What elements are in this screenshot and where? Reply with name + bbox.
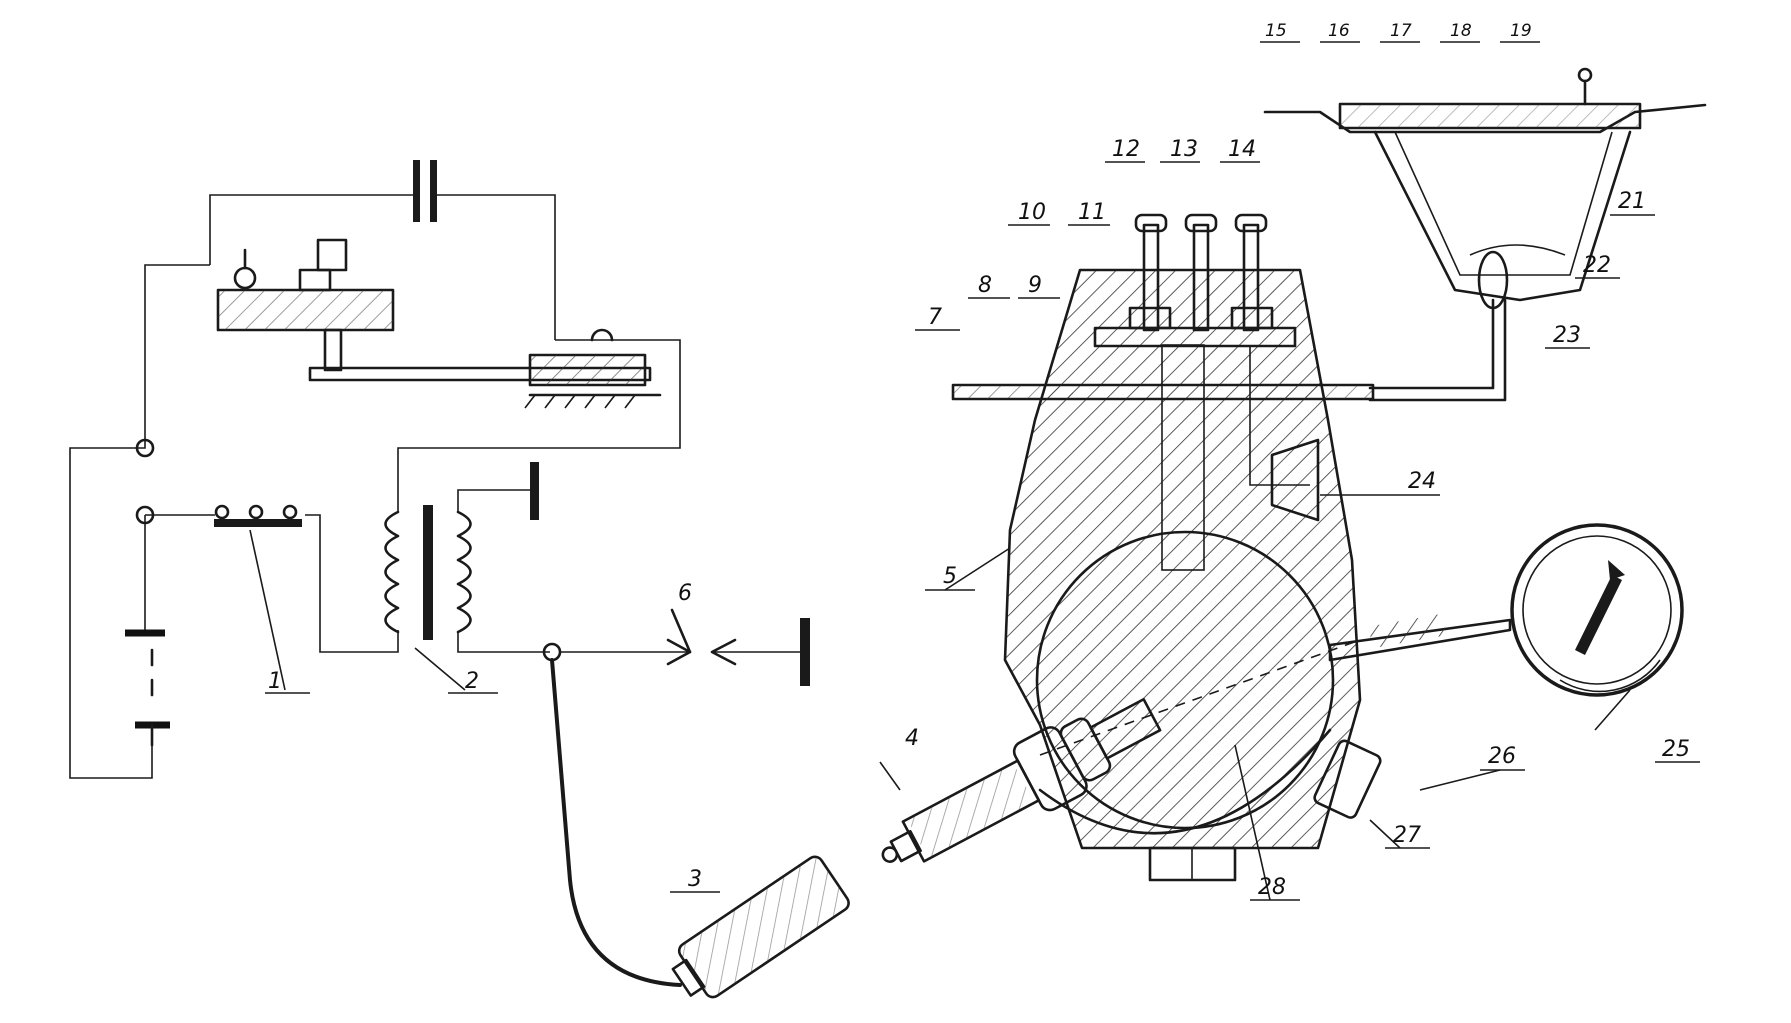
spark-plug-cap-3 <box>671 855 850 999</box>
inlet-channel <box>1161 344 1205 571</box>
label-26: 26 <box>1488 744 1516 769</box>
ignition-switch-1 <box>214 504 302 527</box>
label-23: 23 <box>1553 323 1581 348</box>
label-1: 1 <box>268 669 282 694</box>
label-8: 8 <box>978 273 992 298</box>
label-17: 17 <box>1390 21 1412 41</box>
combustion-chamber <box>1035 530 1335 830</box>
capacitor-wire <box>209 194 556 340</box>
label-4: 4 <box>905 726 919 751</box>
fuel-cup <box>1263 67 1707 402</box>
label-5: 5 <box>943 564 957 589</box>
label-24: 24 <box>1408 469 1436 494</box>
circuit-wire-breaker-return <box>397 339 681 512</box>
label-21: 21 <box>1618 189 1646 214</box>
label-13: 13 <box>1170 137 1198 162</box>
terminal-upper <box>135 438 155 458</box>
ignition-coil-2 <box>384 462 550 653</box>
label-15: 15 <box>1265 21 1287 41</box>
test-chamber <box>881 213 1684 882</box>
valve-24 <box>1270 438 1320 522</box>
label-9: 9 <box>1028 273 1042 298</box>
circuit-wire-left <box>69 264 210 779</box>
breaker-block <box>216 238 395 372</box>
label-18: 18 <box>1450 21 1472 41</box>
terminal-lower <box>135 505 155 525</box>
spark-gap-6 <box>560 608 810 686</box>
battery <box>125 629 170 747</box>
label-11: 11 <box>1078 200 1106 225</box>
capacitor <box>413 160 437 222</box>
breaker-arm <box>308 328 662 409</box>
callout-lines <box>249 41 1700 901</box>
pressure-gauge-25 <box>1328 523 1684 697</box>
label-19: 19 <box>1510 21 1532 41</box>
callout-numbers: 1 2 3 4 5 6 7 8 9 10 11 12 13 14 15 16 1… <box>268 21 1690 900</box>
label-10: 10 <box>1018 200 1046 225</box>
ht-lead <box>550 658 682 987</box>
label-16: 16 <box>1328 21 1350 41</box>
label-2: 2 <box>465 669 479 694</box>
nut-26 <box>1313 739 1382 819</box>
ignition-circuit <box>69 160 850 999</box>
label-12: 12 <box>1112 137 1140 162</box>
label-25: 25 <box>1662 737 1690 762</box>
label-22: 22 <box>1583 253 1611 278</box>
circuit-wire-switch <box>145 514 399 653</box>
label-6: 6 <box>678 581 692 606</box>
bolts-12-14 <box>1128 213 1274 332</box>
label-28: 28 <box>1258 875 1286 900</box>
label-27: 27 <box>1393 823 1421 848</box>
spark-plug-4 <box>881 697 1162 863</box>
label-3: 3 <box>688 867 702 892</box>
chamber-body-5 <box>1003 268 1362 850</box>
label-7: 7 <box>928 305 942 330</box>
label-14: 14 <box>1228 137 1256 162</box>
